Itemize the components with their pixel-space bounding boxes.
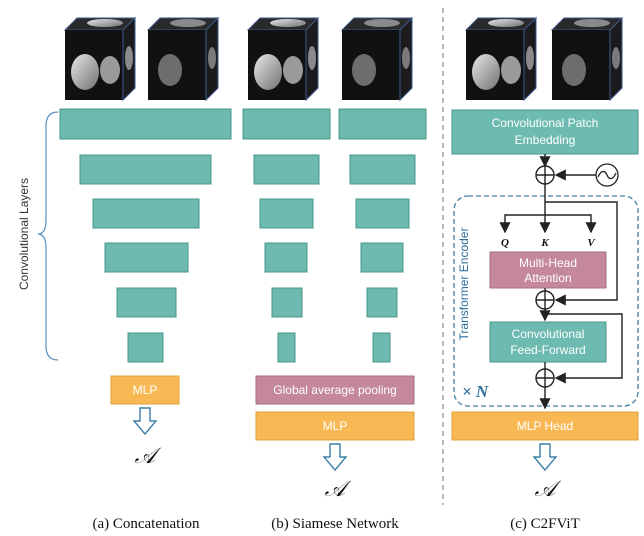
positional-encoding-icon [595, 163, 619, 187]
conv-layer-c2 [349, 154, 416, 185]
output-arrow-a [132, 407, 158, 436]
value-label: V [587, 237, 596, 249]
conv-layer-a3 [92, 198, 200, 229]
multi-head-attention-box [489, 251, 607, 289]
conv-layer-b2 [253, 154, 320, 185]
multi-head-attention-line2: Attention [524, 271, 571, 285]
conv-layer-a5 [116, 287, 177, 318]
global-average-pooling-box [255, 375, 415, 405]
conv-layer-a1 [59, 108, 232, 140]
conv-feed-forward-line2: Feed-Forward [510, 343, 585, 357]
conv-layer-b5 [271, 287, 303, 318]
conv-layer-b4 [264, 242, 308, 273]
conv-layer-c4 [360, 242, 404, 273]
add-node-feedforward [535, 368, 555, 388]
conv-layer-a6 [127, 332, 164, 363]
conv-layer-a4 [104, 242, 189, 273]
convolutional-layers-label: Convolutional Layers [17, 178, 31, 290]
output-symbol-c: 𝒜 [535, 476, 562, 501]
conv-layer-b1 [242, 108, 331, 140]
mlp-box-b [255, 411, 415, 441]
mri-cube-fixed-c [464, 16, 538, 102]
concat-conv-layers [59, 108, 232, 363]
conv-layer-c6 [372, 332, 391, 363]
conv-patch-embedding-box [451, 109, 639, 155]
conv-layer-c5 [366, 287, 398, 318]
add-node-attention [535, 290, 555, 310]
caption-siamese-network: (b) Siamese Network [271, 516, 399, 532]
conv-patch-embedding-line2: Embedding [515, 133, 576, 147]
transformer-encoder-label: Transformer Encoder [457, 228, 471, 341]
mlp-box-a [110, 375, 180, 405]
mlp-label-b: MLP [323, 419, 348, 433]
query-label: Q [501, 237, 509, 249]
repeat-n-label: × N [462, 382, 489, 401]
mlp-head-box [451, 411, 639, 441]
multi-head-attention-line1: Multi-Head [519, 256, 577, 270]
output-symbol-b: 𝒜 [325, 476, 352, 501]
mri-cube-fixed-b [246, 16, 320, 102]
layers-brace [37, 111, 59, 361]
conv-feed-forward-box [489, 321, 607, 363]
output-arrow-b [322, 443, 348, 472]
key-label: K [540, 237, 549, 249]
siamese-conv-layers-left [242, 108, 331, 363]
conv-feed-forward-line1: Convolutional [512, 327, 585, 341]
mri-cube-fixed-a [63, 16, 137, 102]
conv-layer-b3 [259, 198, 314, 229]
caption-concatenation: (a) Concatenation [92, 516, 200, 532]
output-symbol-a: 𝒜 [135, 443, 162, 468]
conv-layer-c1 [338, 108, 427, 140]
conv-layer-c3 [355, 198, 410, 229]
global-average-pooling-label: Global average pooling [273, 383, 396, 397]
siamese-conv-layers-right [338, 108, 427, 363]
output-arrow-c [532, 443, 558, 472]
mri-volume-cubes [63, 16, 624, 102]
conv-patch-embedding-line1: Convolutional Patch [492, 116, 599, 130]
mri-cube-moving-c [550, 16, 624, 102]
mri-cube-moving-b [340, 16, 414, 102]
mlp-head-label: MLP Head [517, 419, 573, 433]
caption-c2fvit: (c) C2FViT [510, 516, 580, 532]
mlp-label-a: MLP [133, 383, 158, 397]
conv-layer-a2 [79, 154, 212, 185]
mri-cube-moving-a [146, 16, 220, 102]
conv-layer-b6 [277, 332, 296, 363]
add-node-positional [535, 165, 555, 185]
